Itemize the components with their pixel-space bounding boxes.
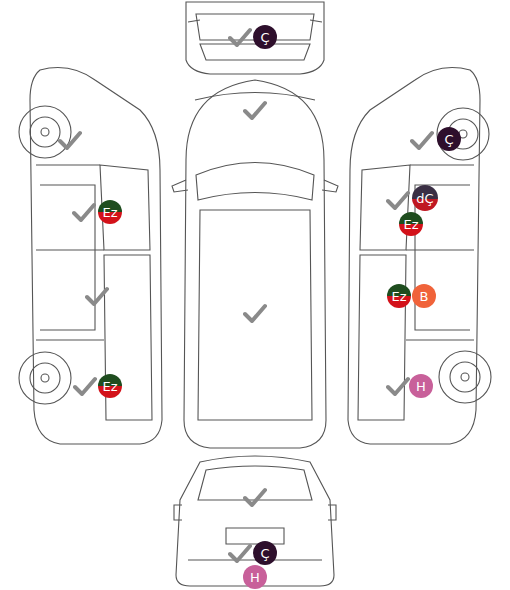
badge-code: H [250, 571, 260, 584]
badge-code: Ç [444, 133, 453, 146]
damage-badge: Ez [387, 284, 411, 308]
badge-code: Ez [403, 218, 418, 231]
badge-code: dÇ [416, 192, 433, 205]
damage-badge: Ez [399, 212, 423, 236]
badge-code: Ç [260, 547, 269, 560]
damage-badge: H [243, 565, 267, 589]
badge-code: Ç [260, 31, 269, 44]
badge-code: Ez [102, 380, 117, 393]
damage-badge: Ç [437, 127, 461, 151]
damage-badge: dÇ [412, 185, 438, 211]
damage-badge: B [412, 284, 436, 308]
badge-code: H [416, 380, 426, 393]
badge-code: Ez [391, 290, 406, 303]
badge-code: Ez [102, 206, 117, 219]
damage-badge: Ç [253, 25, 277, 49]
damage-badge: Ez [98, 200, 122, 224]
damage-badge: H [409, 374, 433, 398]
damage-badge: Ç [253, 541, 277, 565]
damage-badge: Ez [98, 374, 122, 398]
badge-code: B [420, 290, 429, 303]
